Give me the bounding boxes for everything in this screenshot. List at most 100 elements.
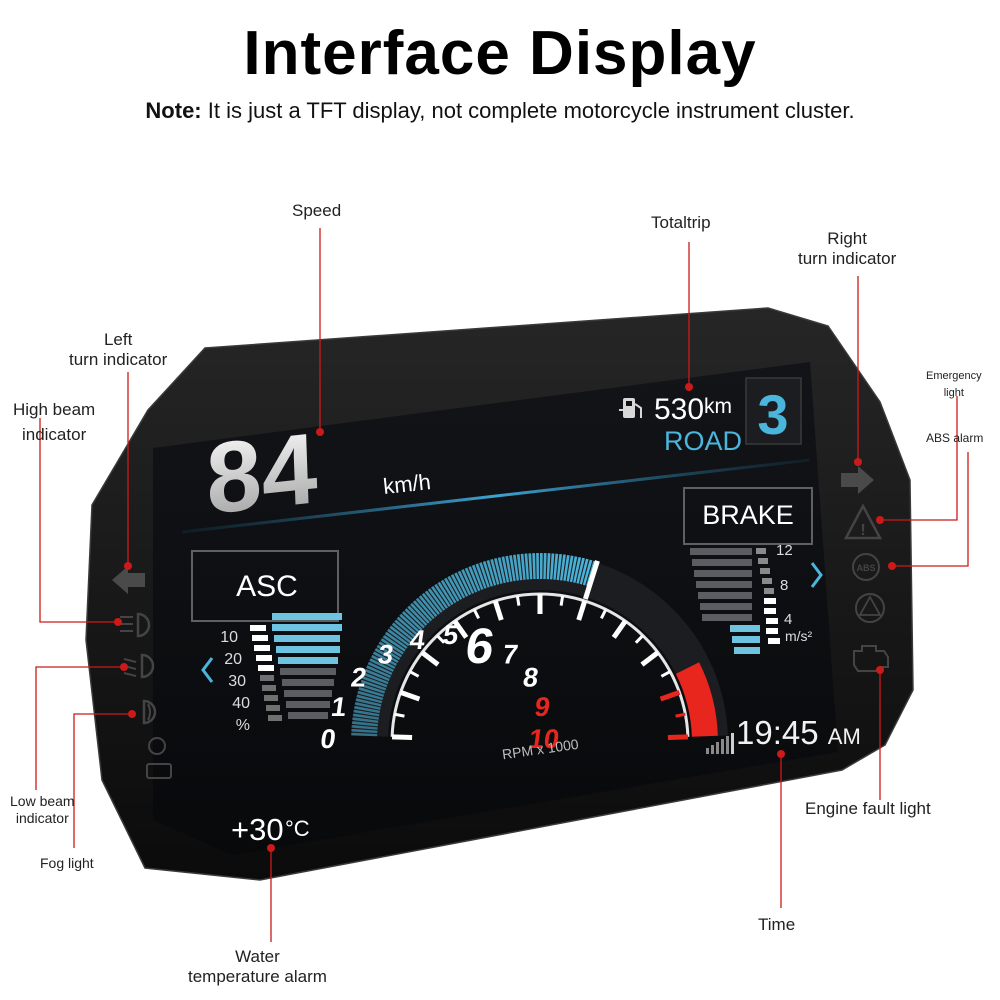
rpm-minor-tick — [515, 595, 521, 606]
rpm-fill-segment — [471, 564, 484, 590]
rpm-fill-segment — [497, 557, 506, 584]
rpm-fill-segment — [369, 658, 394, 672]
asc-scale-10: 10 — [220, 629, 238, 646]
rpm-fill-segment — [475, 563, 487, 589]
rpm-fill-segment — [410, 602, 430, 624]
label-fog-light: Fog light — [40, 855, 94, 871]
label-emergency-line2: light — [943, 386, 964, 399]
rpm-fill-segment — [444, 577, 460, 602]
asc-scale-40: 40 — [232, 695, 250, 712]
time-value: 19:45 — [736, 714, 819, 751]
right-indicator-column: ! ABS — [841, 466, 889, 672]
trip-unit: km — [704, 395, 732, 418]
rpm-fill-segment — [427, 588, 446, 611]
rpm-fill-segment — [404, 608, 425, 629]
rpm-fill-segment — [363, 672, 389, 685]
note: Note: It is just a TFT display, not comp… — [0, 98, 1000, 124]
speed-value: 84 — [204, 412, 319, 536]
rpm-fill-segment — [360, 679, 387, 691]
emergency-icon — [843, 503, 883, 540]
rpm-fill-segment — [418, 595, 438, 617]
rpm-minor-tick — [600, 608, 608, 620]
rpm-fill-segment — [464, 567, 478, 593]
rpm-fill-segment — [576, 557, 585, 584]
brake-unit: m/s² — [785, 628, 813, 644]
rpm-tick-label: 8 — [521, 662, 540, 693]
rpm-fill-segment — [457, 570, 472, 596]
rpm-tick-label: 0 — [319, 723, 338, 754]
rpm-major-tick — [420, 650, 440, 667]
divider-line — [181, 458, 811, 534]
callout-lines — [35, 228, 969, 942]
engine-fault-icon — [853, 645, 889, 672]
rpm-fill-segment — [364, 668, 390, 682]
temperature-unit: °C — [285, 816, 310, 841]
rpm-fill-segment — [371, 654, 396, 669]
rpm-fill-segment — [412, 600, 433, 622]
fog-light-icon — [142, 699, 157, 725]
brake-bars-grey — [756, 548, 774, 594]
left-turn-icon — [112, 566, 145, 594]
rpm-fill-segment — [582, 559, 593, 586]
label-water-temp-line1: Water — [235, 947, 280, 966]
rpm-tick-label: 1 — [329, 691, 348, 722]
rpm-tick-label: 10 — [527, 723, 561, 754]
rpm-fill-segment — [494, 558, 503, 584]
rpm-fill-segment — [437, 581, 454, 606]
brake-bars-dark — [690, 548, 752, 621]
rpm-fill-segment — [357, 690, 384, 701]
rpm-major-tick — [640, 650, 660, 667]
note-text: It is just a TFT display, not complete m… — [201, 98, 855, 123]
asc-label: ASC — [236, 570, 298, 603]
rpm-fill-segment — [394, 619, 416, 639]
speed-unit: km/h — [382, 469, 432, 499]
brake-scale-12: 12 — [776, 542, 793, 559]
label-high-beam-line1: High beam — [13, 400, 96, 419]
indicator-dot-icon — [148, 737, 166, 755]
label-time: Time — [758, 915, 796, 934]
rpm-fill-segment — [359, 683, 386, 694]
rpm-major-tick — [452, 619, 469, 639]
rpm-fill-segment — [573, 556, 582, 583]
label-water-temp-line2: temperature alarm — [188, 967, 327, 987]
rpm-minor-tick — [559, 595, 565, 606]
brake-box — [683, 487, 813, 545]
rpm-fill-segment — [434, 583, 451, 607]
label-emergency-line1: Emergency — [926, 370, 982, 382]
rpm-fill-segment — [407, 605, 428, 626]
time-ampm: AM — [827, 724, 861, 749]
rpm-fill-segment — [358, 687, 385, 697]
rpm-major-tick — [392, 734, 413, 741]
gear-value: 3 — [757, 383, 788, 446]
asc-bars-blue — [272, 613, 342, 664]
rpm-fill-segment — [382, 634, 406, 652]
label-emergency: Emergency light — [926, 368, 982, 401]
label-left-turn-line2: turn indicator — [69, 350, 168, 370]
rpm-fill-segment — [424, 590, 443, 613]
rpm-tick-label: 2 — [349, 662, 368, 693]
gear-box — [745, 377, 802, 445]
brake-bars-white — [764, 598, 780, 644]
abs-icon — [852, 553, 880, 581]
brake-scale-4: 4 — [784, 611, 792, 628]
rpm-fill-segment — [372, 651, 397, 666]
rpm-minor-tick — [436, 634, 446, 644]
rpm-fill-segment — [354, 702, 381, 710]
rpm-minor-tick — [394, 712, 405, 718]
rpm-tick-label: 4 — [408, 624, 427, 655]
rpm-fill-segment — [396, 616, 419, 636]
rpm-fill-segment — [399, 613, 421, 634]
left-indicator-column — [112, 566, 172, 779]
rpm-minor-tick — [660, 670, 671, 678]
label-abs-alarm: ABS alarm — [926, 431, 984, 445]
indicator-rect-icon — [146, 763, 172, 779]
rpm-fill-segment — [376, 644, 401, 661]
label-low-beam-line1: Low beam — [10, 793, 75, 809]
rpm-fill-segment — [461, 569, 475, 594]
label-low-beam-line2: indicator — [15, 809, 69, 826]
note-label: Note: — [145, 98, 202, 123]
